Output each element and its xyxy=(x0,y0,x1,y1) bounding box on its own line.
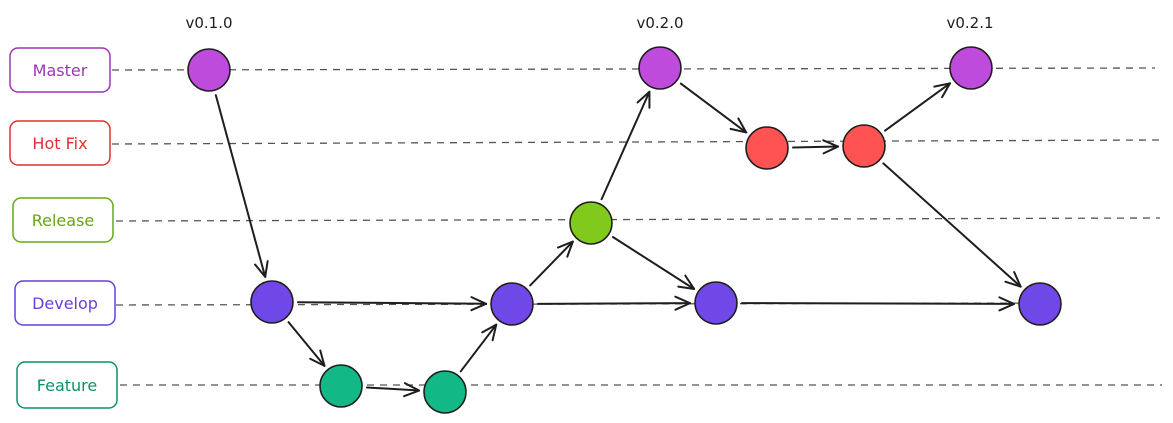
arrowhead xyxy=(470,296,488,312)
lane-label-text: Master xyxy=(33,61,88,80)
version-tags: v0.1.0 v0.2.0 v0.2.1 xyxy=(185,14,993,32)
lane-label-box xyxy=(16,361,118,409)
edge-arrow-f1-f2 xyxy=(365,382,421,398)
commit-node-hotfix xyxy=(745,126,789,170)
edge-arrow-r1-d3 xyxy=(611,236,696,290)
lane-label-box xyxy=(9,120,111,166)
lane-label-text: Develop xyxy=(32,294,98,313)
edge-arrow-r1-m2 xyxy=(600,90,651,201)
lane-label-feature: Feature xyxy=(16,361,118,409)
lane-label-text: Hot Fix xyxy=(32,134,87,153)
arrowhead xyxy=(556,240,574,258)
edge-arrow-d2-r1 xyxy=(529,240,574,287)
lane-label-text: Feature xyxy=(37,376,97,395)
lane-label-box xyxy=(12,197,114,243)
lane-label-box xyxy=(14,280,116,326)
lane-label-hotfix: Hot Fix xyxy=(9,120,111,166)
commit-node-release xyxy=(569,201,613,245)
lane-line-master xyxy=(111,67,1156,71)
arrowhead xyxy=(403,382,421,398)
edge-arrow-d2-d3 xyxy=(536,295,692,311)
arrowhead xyxy=(1004,271,1022,288)
arrowhead xyxy=(636,90,651,109)
commit-node-master xyxy=(187,48,231,92)
commit-nodes xyxy=(187,46,1062,414)
lane-labels: Master Hot Fix Release Develop Feature xyxy=(9,47,118,409)
version-tag: v0.1.0 xyxy=(185,14,232,32)
commit-node-hotfix xyxy=(842,124,886,168)
arrowhead xyxy=(729,117,748,134)
commit-node-master xyxy=(949,46,993,90)
version-tag: v0.2.0 xyxy=(636,14,683,32)
lane-line-hotfix xyxy=(111,139,1161,145)
arrowhead xyxy=(822,139,840,155)
edge-arrow-d1-f1 xyxy=(287,321,326,367)
lane-label-release: Release xyxy=(12,197,114,243)
commit-node-develop xyxy=(250,280,294,324)
edge-arrow-d3-d4 xyxy=(740,296,1016,312)
arrowhead xyxy=(254,260,269,278)
edge-arrow-h1-h2 xyxy=(791,139,840,155)
edge-arrow-h2-m3 xyxy=(884,82,951,132)
edge-arrow-f2-d2 xyxy=(459,323,498,373)
arrowhead xyxy=(674,295,691,311)
lane-lines xyxy=(111,67,1162,386)
lane-label-master: Master xyxy=(9,47,111,93)
version-tag: v0.2.1 xyxy=(946,14,993,32)
commit-edges xyxy=(214,82,1022,398)
lane-line-release xyxy=(115,217,1161,222)
arrowhead xyxy=(309,349,326,367)
lane-label-develop: Develop xyxy=(14,280,116,326)
lane-label-text: Release xyxy=(32,211,95,230)
arrowhead xyxy=(481,323,498,342)
edge-arrow-m2-h1 xyxy=(679,82,748,134)
commit-node-develop xyxy=(1018,282,1062,326)
edge-arrow-m1-d1 xyxy=(214,94,269,278)
lane-label-box xyxy=(9,47,111,93)
edge-arrow-h2-d4 xyxy=(882,162,1022,288)
commit-node-master xyxy=(638,46,682,90)
commit-node-develop xyxy=(694,281,738,325)
arrowhead xyxy=(998,296,1015,312)
commit-node-feature xyxy=(319,364,363,408)
arrowhead xyxy=(933,82,951,99)
commit-node-feature xyxy=(423,370,467,414)
commit-node-develop xyxy=(490,282,534,326)
edge-arrow-d1-d2 xyxy=(296,296,488,312)
arrowhead xyxy=(677,274,696,290)
